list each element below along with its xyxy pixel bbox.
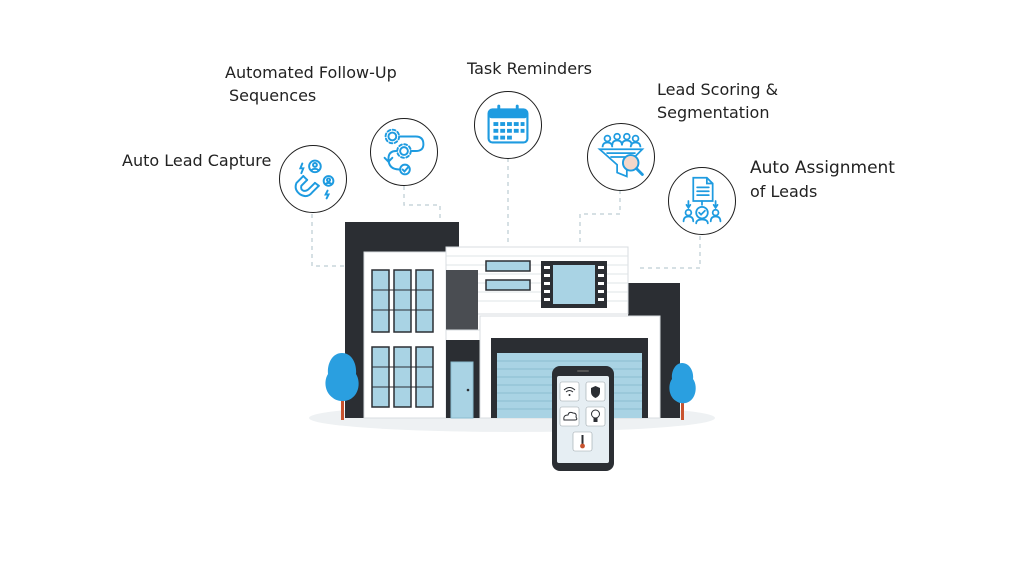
label-task-reminders: Task Reminders [467, 59, 592, 78]
label-auto-assignment: Auto Assignment of Leads [750, 157, 895, 203]
gears-workflow-icon [370, 118, 438, 186]
calendar-icon [474, 91, 542, 159]
cloud-tile [559, 406, 580, 427]
label-automated-follow-up-line1: Automated Follow-Up [225, 63, 397, 82]
label-automated-follow-up-line2: Sequences [229, 86, 317, 105]
magnet-leads-icon [279, 145, 347, 213]
house-slit-window-1 [485, 260, 531, 272]
connector-follow-up [403, 186, 441, 224]
house-tower-windows-bottom [371, 346, 434, 408]
label-lead-scoring-line1: Lead Scoring & [657, 80, 779, 99]
wifi-tile [559, 381, 580, 402]
label-auto-lead-capture: Auto Lead Capture [122, 151, 272, 170]
funnel-people-icon [587, 123, 655, 191]
connector-lead-capture [311, 214, 345, 267]
smartphone [552, 366, 614, 471]
label-auto-assignment-line2: of Leads [750, 182, 818, 201]
label-auto-assignment-line1: Auto Assignment [750, 158, 895, 178]
house-dark-panel [446, 270, 478, 330]
document-assign-icon [668, 167, 736, 235]
label-lead-scoring: Lead Scoring & Segmentation [657, 78, 778, 124]
bulb-tile [585, 406, 606, 427]
connector-lead-scoring [579, 190, 621, 244]
house-slit-window-2 [485, 279, 531, 291]
house-door [450, 361, 474, 419]
tree-right [669, 363, 696, 420]
tree-left [325, 353, 359, 420]
connector-auto-assignment [640, 236, 701, 269]
label-automated-follow-up: Automated Follow-Up Sequences [225, 61, 397, 107]
connector-lines [311, 158, 701, 269]
label-lead-scoring-line2: Segmentation [657, 103, 770, 122]
house-tower-windows-top [371, 269, 434, 333]
